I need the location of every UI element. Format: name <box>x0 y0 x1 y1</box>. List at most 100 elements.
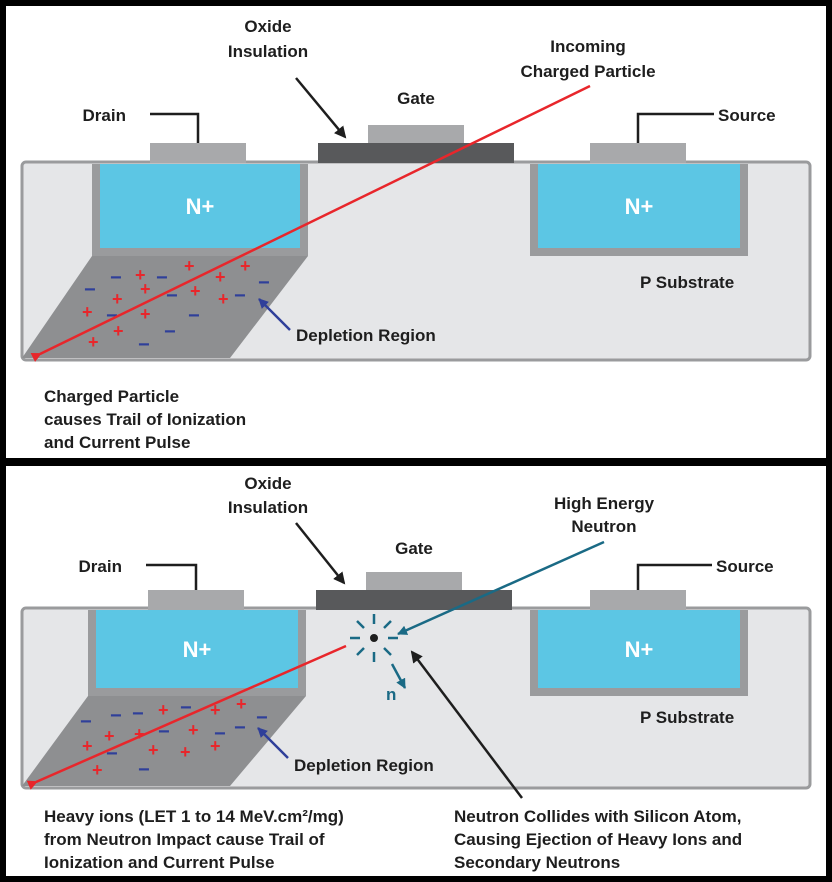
left-caption-line3: Ionization and Current Pulse <box>44 853 274 872</box>
neutron-label-line1: High Energy <box>554 494 655 513</box>
electron-symbol: − <box>214 723 226 745</box>
hole-symbol: + <box>88 332 99 352</box>
hole-symbol: + <box>236 694 247 714</box>
electron-symbol: − <box>188 305 200 327</box>
depletion-pointer-arrow <box>257 727 289 759</box>
electron-symbol: − <box>234 717 246 739</box>
source-label: Source <box>716 557 774 576</box>
charge-symbols: − − + − + + − − + + − + − − + − + + + + … <box>80 694 268 781</box>
charge-symbols: − + − + + + − + + − + + − + − + − − + − … <box>82 256 270 356</box>
drain-leader <box>150 112 200 143</box>
hole-symbol: + <box>140 279 151 299</box>
neutron-label-line2: Neutron <box>571 517 636 536</box>
source-n-plus-region <box>538 164 740 248</box>
left-caption-line2: from Neutron Impact cause Trail of <box>44 830 325 849</box>
p-substrate-label: P Substrate <box>640 708 734 727</box>
hole-symbol: + <box>240 256 251 276</box>
heavy-ion-trajectory <box>26 644 347 790</box>
hole-symbol: + <box>82 302 93 322</box>
panel-bottom: − − + − + + − − + + − + − − + − + + + + … <box>6 466 826 876</box>
left-caption-line1: Heavy ions (LET 1 to 14 MeV.cm²/mg) <box>44 807 344 826</box>
source-n-plus-label: N+ <box>625 194 654 219</box>
drain-leader <box>146 563 198 590</box>
drain-n-plus-region <box>96 610 298 688</box>
hole-symbol: + <box>113 321 124 341</box>
electron-symbol: − <box>164 321 176 343</box>
source-n-plus-label: N+ <box>625 637 654 662</box>
gate-contact <box>368 125 464 143</box>
gate-label: Gate <box>397 89 435 108</box>
depletion-region <box>22 696 306 786</box>
hole-symbol: + <box>184 256 195 276</box>
depletion-region-label: Depletion Region <box>294 756 434 775</box>
source-n-plus-region <box>538 610 740 688</box>
electron-symbol: − <box>258 272 270 294</box>
hole-symbol: + <box>140 304 151 324</box>
drain-n-plus-region <box>100 164 300 248</box>
depletion-region <box>22 256 308 358</box>
collision-burst-icon <box>350 614 398 662</box>
electron-symbol: − <box>132 703 144 725</box>
source-leader <box>636 563 712 590</box>
electron-symbol: − <box>166 285 178 307</box>
depletion-region-label: Depletion Region <box>296 326 436 345</box>
hole-symbol: + <box>210 700 221 720</box>
hole-symbol: + <box>148 740 159 760</box>
oxide-label-line2: Insulation <box>228 42 308 61</box>
drain-contact <box>150 143 246 163</box>
drain-label: Drain <box>83 106 126 125</box>
drain-label: Drain <box>79 557 122 576</box>
caption-line3: and Current Pulse <box>44 433 190 452</box>
oxide-layer <box>316 590 512 610</box>
hole-symbol: + <box>158 700 169 720</box>
secondary-neutron-arrow <box>390 663 407 689</box>
hole-symbol: + <box>215 267 226 287</box>
drain-n-plus-label: N+ <box>183 637 212 662</box>
electron-symbol: − <box>84 279 96 301</box>
electron-symbol: − <box>180 697 192 719</box>
hole-symbol: + <box>82 736 93 756</box>
hole-symbol: + <box>134 724 145 744</box>
drain-n-plus-label: N+ <box>186 194 215 219</box>
oxide-pointer-arrow <box>295 522 346 585</box>
electron-symbol: − <box>106 743 118 765</box>
charged-particle-trajectory <box>30 84 591 362</box>
oxide-layer <box>318 143 514 163</box>
right-caption-line2: Causing Ejection of Heavy Ions and <box>454 830 742 849</box>
particle-label-line1: Incoming <box>550 37 626 56</box>
depletion-pointer-arrow <box>258 298 291 331</box>
caption-line2: causes Trail of Ionization <box>44 410 246 429</box>
electron-symbol: − <box>234 285 246 307</box>
collision-pointer-arrow <box>410 650 523 799</box>
electron-symbol: − <box>110 267 122 289</box>
right-caption-line3: Secondary Neutrons <box>454 853 620 872</box>
electron-symbol: − <box>256 707 268 729</box>
source-label: Source <box>718 106 776 125</box>
hole-symbol: + <box>135 265 146 285</box>
source-leader <box>636 112 714 143</box>
electron-symbol: − <box>80 711 92 733</box>
p-substrate-label: P Substrate <box>640 273 734 292</box>
hole-symbol: + <box>92 760 103 780</box>
oxide-label-line1: Oxide <box>244 17 291 36</box>
hole-symbol: + <box>210 736 221 756</box>
hole-symbol: + <box>104 726 115 746</box>
hole-symbol: + <box>112 289 123 309</box>
particle-label-line2: Charged Particle <box>520 62 655 81</box>
oxide-label-line2: Insulation <box>228 498 308 517</box>
hole-symbol: + <box>180 742 191 762</box>
electron-symbol: − <box>156 267 168 289</box>
secondary-neutron-label: n <box>386 685 396 704</box>
electron-symbol: − <box>138 759 150 781</box>
electron-symbol: − <box>110 705 122 727</box>
hole-symbol: + <box>190 281 201 301</box>
oxide-pointer-arrow <box>295 77 347 139</box>
hole-symbol: + <box>218 289 229 309</box>
panel-top: − + − + + + − + + − + + − + − + − − + − … <box>6 6 826 458</box>
source-contact <box>590 590 686 610</box>
oxide-label-line1: Oxide <box>244 474 291 493</box>
drain-contact <box>148 590 244 610</box>
right-caption-line1: Neutron Collides with Silicon Atom, <box>454 807 741 826</box>
electron-symbol: − <box>158 721 170 743</box>
